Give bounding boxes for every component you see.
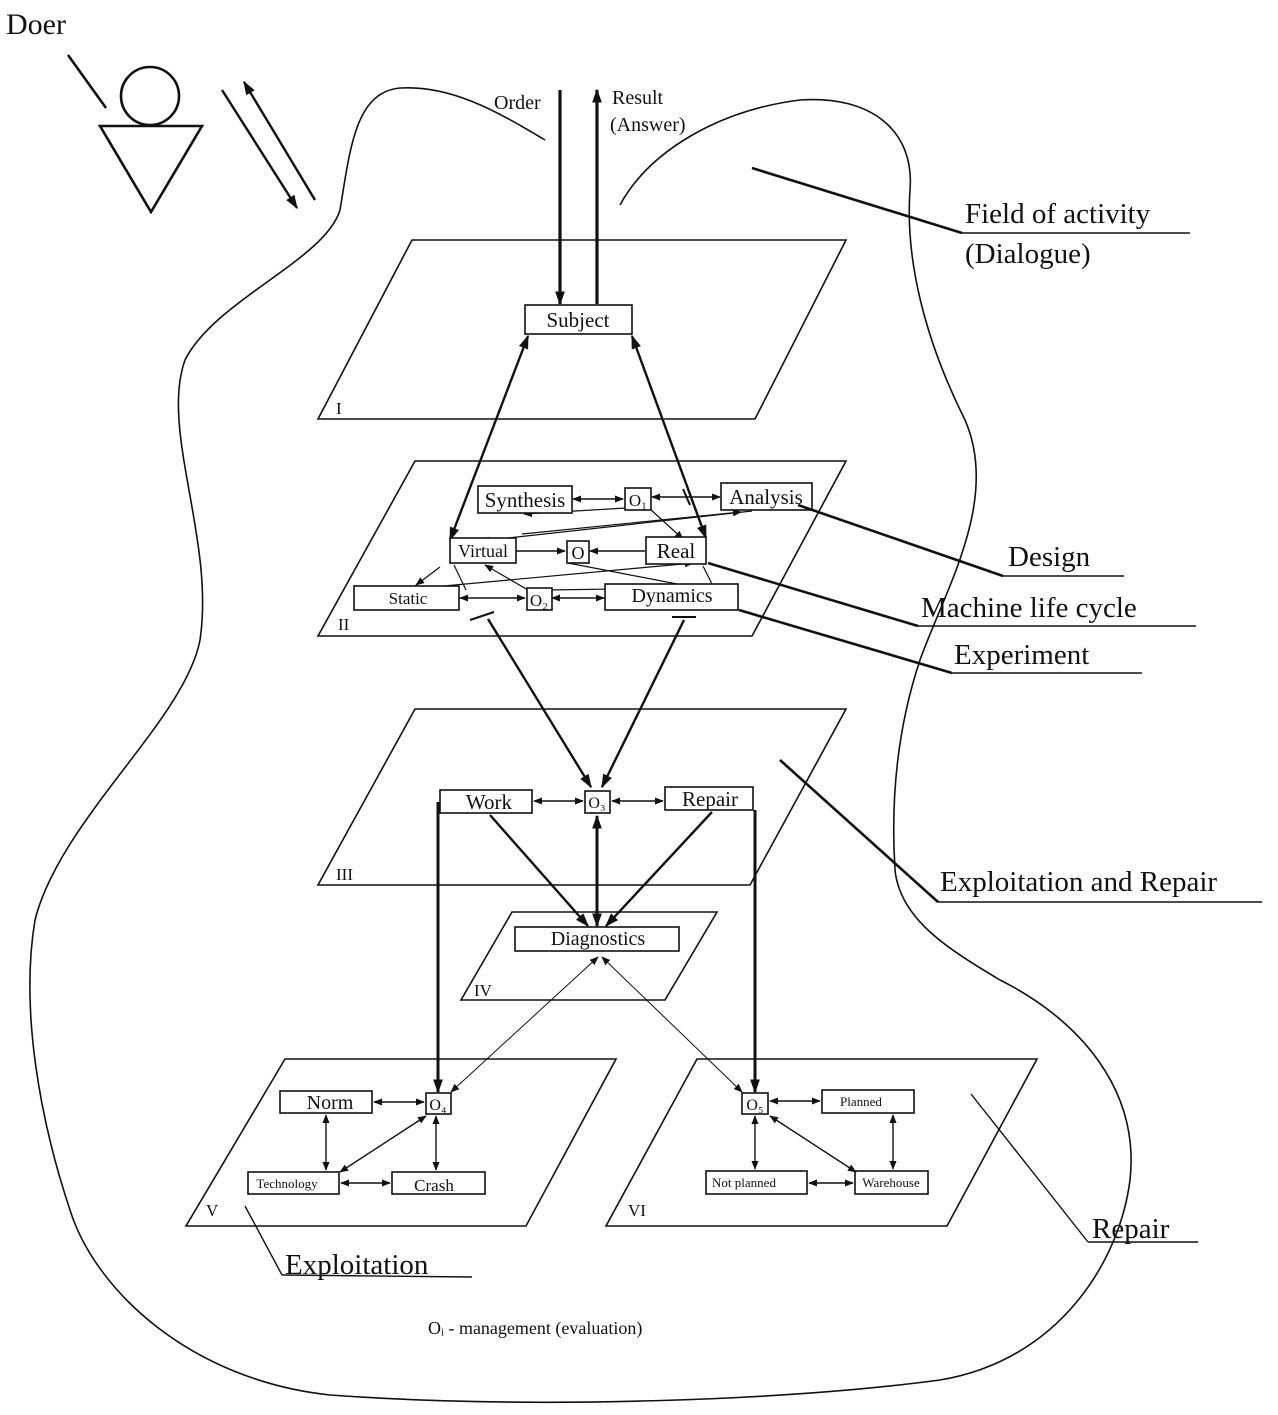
o2-box: [526, 587, 553, 611]
o1-box: [624, 487, 652, 511]
subject-box: [524, 304, 633, 335]
repair-node-box: [664, 786, 754, 811]
subject-real-link: [630, 334, 708, 540]
result-label: Result: [612, 87, 664, 109]
synthesis-box: [477, 485, 573, 514]
doer-pointer: [66, 54, 108, 109]
design-label: Design: [1008, 541, 1091, 573]
technology-box: [247, 1171, 340, 1195]
doer-arrow-up: [242, 80, 317, 201]
plane-V: [184, 1058, 618, 1227]
callout-leaders: [244, 166, 1262, 1278]
virtual-box: [449, 537, 517, 564]
work-box: [439, 789, 533, 814]
synthesis-label: Synthesis: [485, 488, 566, 512]
diagnostics-label: Diagnostics: [551, 928, 646, 950]
field-of-activity-label: Field of activity: [965, 198, 1151, 230]
management-footnote: Oᵢ - management (evaluation): [428, 1318, 642, 1339]
work-diagnostics-link: [489, 814, 589, 928]
planned-box: [821, 1089, 915, 1114]
repair-callout-label: Repair: [1092, 1213, 1170, 1245]
repair-node-label: Repair: [682, 787, 738, 811]
crash-label: Crash: [414, 1176, 454, 1195]
crash-box: [391, 1171, 486, 1195]
plane-III: [316, 708, 848, 886]
experiment-label: Experiment: [954, 639, 1089, 671]
norm-box: [279, 1090, 373, 1114]
technology-label: Technology: [256, 1176, 318, 1191]
static-o3-link: [486, 618, 593, 789]
o2-label: O₂: [530, 591, 548, 610]
analysis-label: Analysis: [729, 485, 803, 509]
static-box: [353, 585, 460, 611]
doer-arrow-down: [220, 89, 299, 210]
doer-figure: [66, 54, 205, 215]
dynamics-box: [604, 583, 739, 611]
result-answer-label: (Answer): [610, 114, 686, 136]
plane-II-label: II: [338, 615, 350, 634]
o-label: O: [572, 543, 585, 563]
dialogue-label: (Dialogue): [965, 238, 1091, 270]
dynamics-label: Dynamics: [631, 585, 712, 607]
plane-III-label: III: [336, 865, 353, 884]
subject-label: Subject: [547, 308, 610, 332]
o-box: [566, 540, 590, 564]
real-box: [645, 536, 707, 565]
norm-label: Norm: [307, 1092, 354, 1114]
order-label: Order: [494, 92, 541, 114]
dynamics-o3-link: [600, 619, 686, 789]
o5-box: [741, 1092, 769, 1115]
analysis-box: [720, 482, 813, 511]
real-label: Real: [657, 539, 696, 563]
o5-label: O₅: [746, 1097, 763, 1114]
plane-VI-label: VI: [628, 1201, 646, 1220]
o4-label: O₄: [429, 1097, 447, 1114]
o3-label: O₃: [588, 795, 605, 812]
field-of-activity-outline: [29, 86, 1132, 1404]
planned-label: Planned: [840, 1094, 882, 1109]
machine-life-cycle-label: Machine life cycle: [921, 592, 1137, 624]
repair-diagnostics-link: [605, 811, 713, 928]
plane-VI-links: [751, 1097, 897, 1187]
plane-V-label: V: [206, 1201, 219, 1220]
plane-I: [316, 239, 848, 420]
diagnostics-box: [514, 926, 680, 952]
virtual-label: Virtual: [458, 541, 508, 561]
diagnostics-o4-link: [450, 956, 599, 1093]
plane-VI: [604, 1058, 1039, 1227]
o4-box: [425, 1092, 452, 1115]
doer-body: [97, 124, 205, 215]
plane-I-label: I: [336, 399, 342, 418]
o1-label: O₁: [629, 491, 647, 510]
doer-label: Doer: [6, 8, 66, 41]
exploitation-and-repair-label: Exploitation and Repair: [940, 866, 1217, 898]
static-tick: [469, 611, 495, 621]
not-planned-box: [705, 1170, 808, 1195]
work-label: Work: [466, 790, 513, 814]
plane-II-links: [415, 488, 753, 602]
subject-virtual-link: [448, 334, 530, 542]
warehouse-box: [854, 1170, 929, 1195]
doer-head: [119, 65, 181, 127]
static-label: Static: [389, 589, 428, 608]
o3-box: [584, 790, 611, 814]
plane-IV: [459, 911, 719, 1001]
not-planned-label: Not planned: [712, 1175, 776, 1190]
plane-IV-label: IV: [474, 981, 493, 1000]
diagnostics-o5-link: [601, 956, 743, 1093]
warehouse-label: Warehouse: [862, 1175, 920, 1190]
exploitation-label: Exploitation: [285, 1249, 429, 1281]
plane-V-links: [322, 1098, 440, 1187]
